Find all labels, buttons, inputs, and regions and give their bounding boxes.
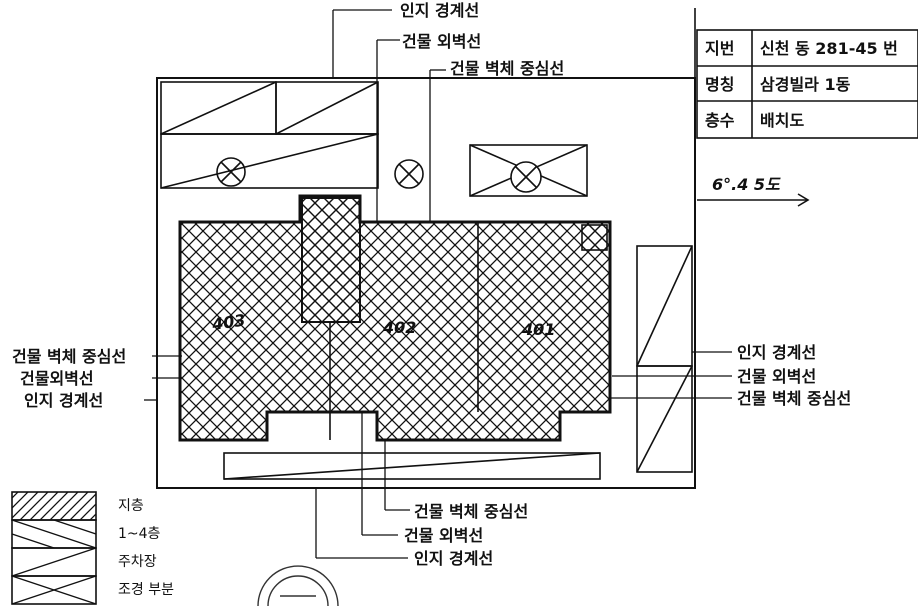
scale-arrow-head: [797, 193, 810, 207]
label-outer-wall-top: 건물 외벽선: [402, 32, 481, 51]
corner-detail: [581, 224, 608, 251]
info-value: 배치도: [760, 111, 804, 130]
label-wall-center-left: 건물 벽체 중심선: [12, 347, 126, 366]
info-table: [696, 29, 918, 139]
tree-symbol: [216, 157, 246, 187]
label-outer-wall-left: 건물외벽선: [20, 369, 94, 388]
info-value: 신천 동 281-45 번: [760, 39, 898, 58]
legend: 지층 1~4층 주차장 조경 부분: [11, 491, 174, 605]
parking-area-right: [636, 245, 693, 473]
scale-note: 6°.4 5도: [712, 175, 781, 194]
info-value: 삼경빌라 1동: [760, 75, 851, 94]
label-outer-wall-bottom: 건물 외벽선: [404, 526, 483, 545]
seal-stamp: [257, 565, 339, 606]
label-wall-center-bottom: 건물 벽체 중심선: [414, 502, 528, 521]
tree-symbol: [394, 159, 424, 189]
label-land-boundary-left: 인지 경계선: [24, 391, 103, 410]
parking-area-bottom: [223, 452, 601, 480]
label-wall-center-top: 건물 벽체 중심선: [450, 59, 564, 78]
legend-label: 조경 부분: [118, 582, 174, 598]
legend-label: 주차장: [118, 554, 157, 570]
unit-label-401: 401: [521, 320, 555, 339]
landscape-box-top-left: [160, 81, 379, 189]
label-land-boundary-bottom: 인지 경계선: [414, 549, 493, 568]
label-land-boundary-right: 인지 경계선: [737, 343, 816, 362]
legend-swatch-cross: [11, 575, 97, 605]
stair-core: [301, 197, 361, 323]
legend-label: 1~4층: [118, 526, 161, 542]
info-key: 지번: [705, 39, 734, 58]
info-key: 층수: [705, 111, 735, 130]
building-footprint: [178, 194, 612, 442]
label-outer-wall-right: 건물 외벽선: [737, 367, 816, 386]
unit-label-402: 402: [382, 318, 416, 337]
label-wall-center-right: 건물 벽체 중심선: [737, 389, 851, 408]
label-land-boundary-top: 인지 경계선: [400, 1, 479, 20]
legend-swatch-diagonal: [11, 491, 97, 521]
unit-label-403: 403: [210, 310, 247, 334]
info-key: 명칭: [705, 75, 734, 94]
landscape-box-top-right: [469, 144, 588, 197]
legend-label: 지층: [118, 498, 144, 514]
